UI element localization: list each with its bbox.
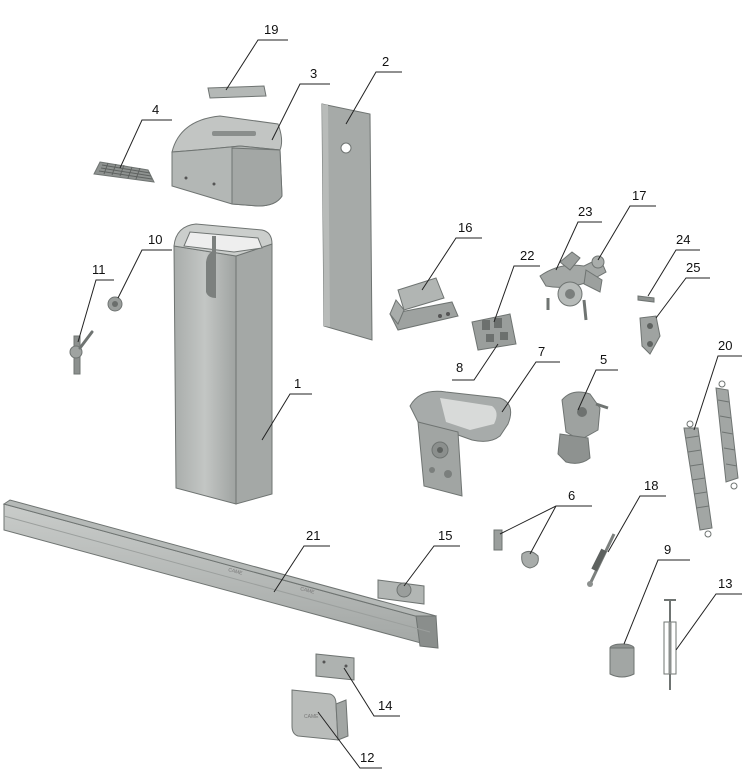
leader-20	[693, 355, 742, 431]
leader-14	[343, 667, 400, 717]
callout-1: 1	[294, 376, 301, 391]
callout-4: 4	[152, 102, 159, 117]
part-9-weight	[609, 643, 635, 678]
leader-6	[499, 505, 592, 555]
svg-text:CAME: CAME	[299, 586, 315, 596]
leader-17	[597, 205, 656, 261]
callout-22: 22	[520, 248, 534, 263]
part-25-link	[639, 315, 661, 355]
callout-3: 3	[310, 66, 317, 81]
leader-4	[119, 119, 172, 169]
part-16-bracket	[389, 277, 459, 331]
callout-13: 13	[718, 576, 732, 591]
leader-8	[452, 343, 499, 381]
leader-3	[271, 83, 330, 141]
part-7-gearbox-frame	[409, 390, 512, 497]
leader-10	[117, 249, 172, 299]
callout-16: 16	[458, 220, 472, 235]
callout-11: 11	[92, 262, 106, 277]
leader-12	[317, 711, 382, 769]
leader-18	[607, 495, 666, 553]
part-1-cabinet-body	[173, 223, 273, 505]
callout-14: 14	[378, 698, 392, 713]
leader-16	[421, 237, 482, 291]
part-21-boom: CAME CAME	[2, 499, 439, 649]
part-2-door-panel	[321, 103, 373, 341]
leader-13	[675, 593, 742, 651]
part-20-spring	[683, 380, 739, 538]
callout-18: 18	[644, 478, 658, 493]
part-23-17-arm-assembly	[539, 251, 607, 321]
part-14-plate	[315, 653, 355, 681]
callout-25: 25	[686, 260, 700, 275]
leader-5	[577, 369, 618, 411]
part-22-control-board	[471, 313, 517, 351]
leader-9	[623, 559, 690, 645]
callout-8: 8	[456, 360, 463, 375]
callout-20: 20	[718, 338, 732, 353]
leader-25	[655, 277, 710, 319]
callout-19: 19	[264, 22, 278, 37]
callout-24: 24	[676, 232, 690, 247]
leader-11	[77, 279, 114, 343]
leader-2	[345, 71, 402, 125]
part-5-motor	[557, 391, 609, 464]
leader-23	[555, 221, 602, 271]
callout-17: 17	[632, 188, 646, 203]
part-3-housing-cover	[171, 115, 283, 207]
callout-2: 2	[382, 54, 389, 69]
leader-7	[501, 361, 560, 413]
part-6-brackets	[493, 529, 539, 569]
part-24-pin	[637, 295, 655, 303]
part-12-end-cap: CAME	[291, 689, 349, 741]
leader-24	[647, 249, 700, 297]
callout-10: 10	[148, 232, 162, 247]
leader-22	[493, 265, 540, 323]
part-19-cap-strip	[207, 85, 267, 99]
leader-15	[403, 545, 460, 587]
callout-15: 15	[438, 528, 452, 543]
leader-21	[273, 545, 330, 593]
callout-7: 7	[538, 344, 545, 359]
part-4-grille-plate	[93, 161, 155, 183]
part-11-key-lock	[69, 330, 94, 375]
callout-5: 5	[600, 352, 607, 367]
callout-9: 9	[664, 542, 671, 557]
callout-6: 6	[568, 488, 575, 503]
callout-21: 21	[306, 528, 320, 543]
part-13-tension-rod	[663, 599, 677, 690]
svg-text:CAME: CAME	[304, 714, 319, 720]
leader-19	[225, 39, 288, 91]
callout-numbers: 19 3 2 4 10 11 16 22 23 17 24 25 8 7 5 2…	[92, 22, 732, 765]
part-10-knob	[107, 296, 123, 312]
part-18-rod	[587, 533, 616, 587]
svg-text:CAME: CAME	[227, 567, 243, 577]
part-15-mount-plate	[377, 579, 425, 605]
callout-12: 12	[360, 750, 374, 765]
leader-1	[261, 393, 312, 441]
callout-23: 23	[578, 204, 592, 219]
leader-lines	[77, 39, 742, 769]
